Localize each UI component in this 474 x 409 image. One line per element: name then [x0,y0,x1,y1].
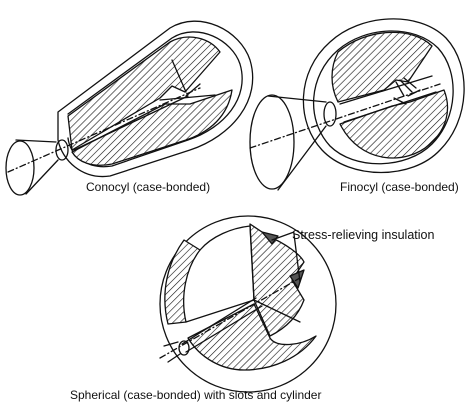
conocyl-grain-upper [67,36,221,151]
insulation-callout-label: Stress-relieving insulation [292,228,435,242]
finocyl-nozzle [267,95,327,191]
conocyl-grain-lower [71,89,233,166]
spherical-grain-left [164,239,201,325]
finocyl-caption: Finocyl (case-bonded) [340,180,459,194]
conocyl-outer-case [57,20,254,178]
callout-leader [271,231,301,283]
spherical-outer-case [159,215,337,393]
finocyl-motor-illustration [249,18,465,191]
finocyl-grain-upper [331,31,433,103]
spherical-nozzle [163,341,181,363]
spherical-cylinder-port [181,297,263,353]
insulation-patch-upper [261,231,279,245]
conocyl-nozzle [15,139,59,195]
finocyl-outer-case [302,18,465,174]
spherical-motor-illustration [159,215,337,393]
spherical-caption: Spherical (case-bonded) with slots and c… [70,388,322,402]
spherical-grain-right [249,223,305,337]
conocyl-nozzle-exit [5,140,35,196]
finocyl-grain-lower [339,89,449,159]
spherical-grain-bottom [187,303,317,371]
conocyl-motor-illustration [5,20,254,196]
finocyl-inner-case [312,30,454,165]
conocyl-caption: Conocyl (case-bonded) [86,180,211,194]
finocyl-nozzle-exit [249,94,295,190]
